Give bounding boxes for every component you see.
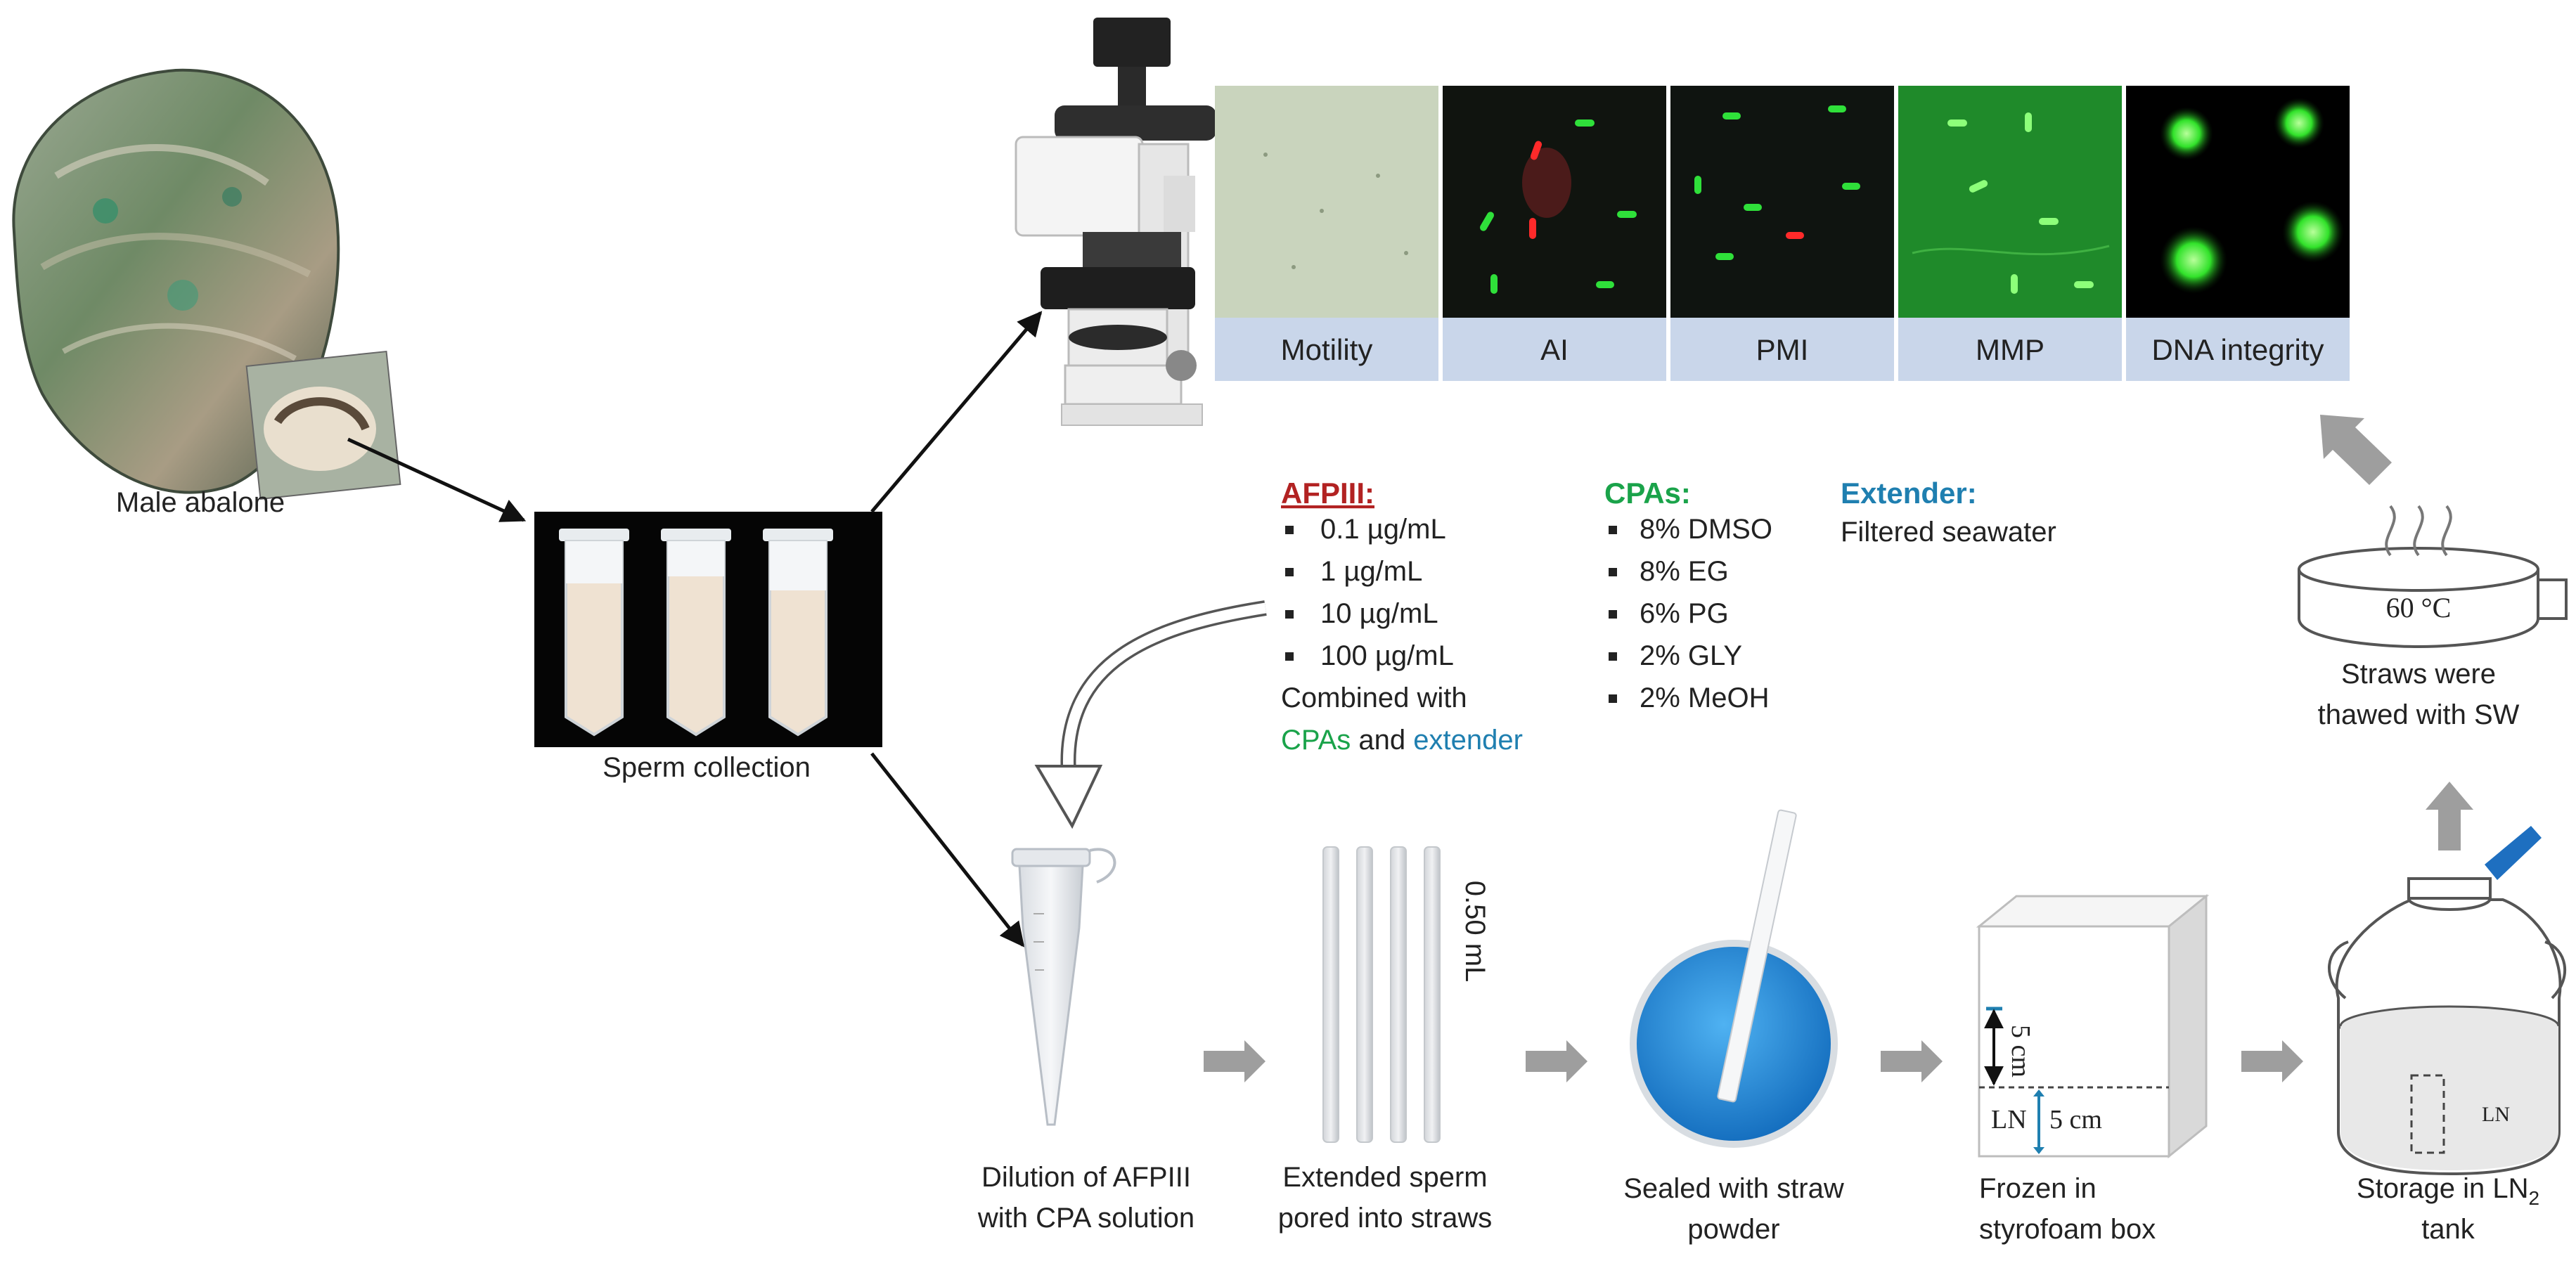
sealed-label-line2: powder xyxy=(1687,1214,1779,1245)
frozen-label-line2: styrofoam box xyxy=(1979,1214,2156,1245)
microscope-illustration xyxy=(1015,18,1216,426)
frozen-label-line1: Frozen in xyxy=(1979,1173,2097,1204)
sealed-label-line1: Sealed with straw xyxy=(1623,1173,1844,1204)
thawed-label-line2: thawed with SW xyxy=(2318,699,2520,730)
assay-panel-ai: AI xyxy=(1443,86,1666,381)
arrow-abalone-to-sperm xyxy=(347,437,527,522)
thaw-water-bath-illustration xyxy=(2298,505,2568,649)
assay-panel-pmi: PMI xyxy=(1670,86,1894,381)
assay-panel-mmp: MMP xyxy=(1898,86,2122,381)
storage-label-line2: tank xyxy=(2421,1214,2475,1245)
cpas-title: CPAs: xyxy=(1604,477,1691,510)
sealing-dish-illustration xyxy=(1630,809,1838,1148)
straw-volume-label: 0.50 mL xyxy=(1460,881,1490,983)
styrofoam-box-illustration xyxy=(1976,893,2210,1159)
curved-arrow-to-dilution xyxy=(1034,600,1267,829)
thawed-label-line1: Straws were xyxy=(2341,659,2496,690)
straws-illustration xyxy=(1322,846,1441,1143)
afpiii-title: AFPIII: xyxy=(1281,477,1374,510)
extended-label-line2: pored into straws xyxy=(1278,1203,1493,1234)
male-abalone-illustration xyxy=(12,68,401,500)
box-distance-below-label: 5 cm xyxy=(2049,1105,2102,1134)
assay-label-mmp: MMP xyxy=(1976,333,2044,366)
extender-value: Filtered seawater xyxy=(1841,517,2056,548)
arrow-box-to-tank xyxy=(2241,1040,2303,1082)
arrow-tank-to-thaw xyxy=(2426,782,2473,850)
assay-panels: Motility AI PMI xyxy=(1215,86,2350,381)
sperm-collection-label: Sperm collection xyxy=(603,752,811,783)
arrow-dilution-to-straws xyxy=(1204,1040,1266,1082)
afpiii-combined-extender: extender xyxy=(1413,725,1523,756)
assay-panel-dna-integrity: DNA integrity xyxy=(2126,86,2350,381)
afpiii-block: AFPIII: 0.1 µg/mL 1 µg/mL 10 µg/mL 100 µ… xyxy=(1281,477,1523,756)
arrow-thaw-to-assays xyxy=(2320,415,2392,485)
sperm-collection-photo xyxy=(534,512,882,747)
male-abalone-label: Male abalone xyxy=(116,487,285,518)
afpiii-item-1: 0.1 µg/mL xyxy=(1320,514,1446,545)
arrow-sperm-to-dilution xyxy=(870,752,1025,947)
extended-label-line1: Extended sperm xyxy=(1282,1162,1487,1193)
storage-label-subscript: 2 xyxy=(2529,1187,2540,1209)
dilution-label-line1: Dilution of AFPIII xyxy=(981,1162,1191,1193)
assay-label-pmi: PMI xyxy=(1756,333,1809,366)
eppendorf-tube-illustration xyxy=(1011,848,1116,1126)
box-ln-label: LN xyxy=(1991,1105,2027,1134)
extender-title: Extender: xyxy=(1841,477,1977,510)
assay-panel-motility: Motility xyxy=(1215,86,1438,381)
box-distance-above-label: 5 cm xyxy=(2006,1025,2035,1078)
afpiii-item-4: 100 µg/mL xyxy=(1320,640,1454,671)
assay-label-motility: Motility xyxy=(1281,333,1373,366)
cpas-block: CPAs: 8% DMSO 8% EG 6% PG 2% GLY 2% MeOH xyxy=(1604,477,1772,713)
afpiii-item-2: 1 µg/mL xyxy=(1320,556,1422,587)
assay-label-ai: AI xyxy=(1540,333,1569,366)
cpas-item-3: 6% PG xyxy=(1640,598,1729,629)
cpas-item-4: 2% GLY xyxy=(1640,640,1742,671)
afpiii-combined-cpas: CPAs xyxy=(1281,725,1351,756)
arrow-sealing-to-box xyxy=(1881,1040,1943,1082)
extender-block: Extender: Filtered seawater xyxy=(1841,477,2056,548)
arrow-straws-to-sealing xyxy=(1526,1040,1588,1082)
afpiii-combined-line: Combined with xyxy=(1281,682,1467,713)
cpas-item-1: 8% DMSO xyxy=(1640,514,1772,545)
storage-label-prefix: Storage in LN xyxy=(2357,1173,2529,1204)
assay-label-dna-integrity: DNA integrity xyxy=(2151,333,2324,366)
ln2-tank-illustration xyxy=(2327,826,2566,1176)
afpiii-combined-detail: CPAs and extender xyxy=(1281,725,1523,756)
thaw-temperature-label: 60 °C xyxy=(2386,592,2452,623)
arrow-sperm-to-microscope xyxy=(870,311,1043,513)
cpas-item-5: 2% MeOH xyxy=(1640,682,1770,713)
dilution-label-line2: with CPA solution xyxy=(977,1203,1194,1234)
afpiii-combined-and: and xyxy=(1351,725,1413,756)
tank-ln-label: LN xyxy=(2482,1103,2510,1126)
storage-label-line1: Storage in LN2 xyxy=(2357,1173,2539,1209)
cpas-item-2: 8% EG xyxy=(1640,556,1729,587)
afpiii-item-3: 10 µg/mL xyxy=(1320,598,1438,629)
